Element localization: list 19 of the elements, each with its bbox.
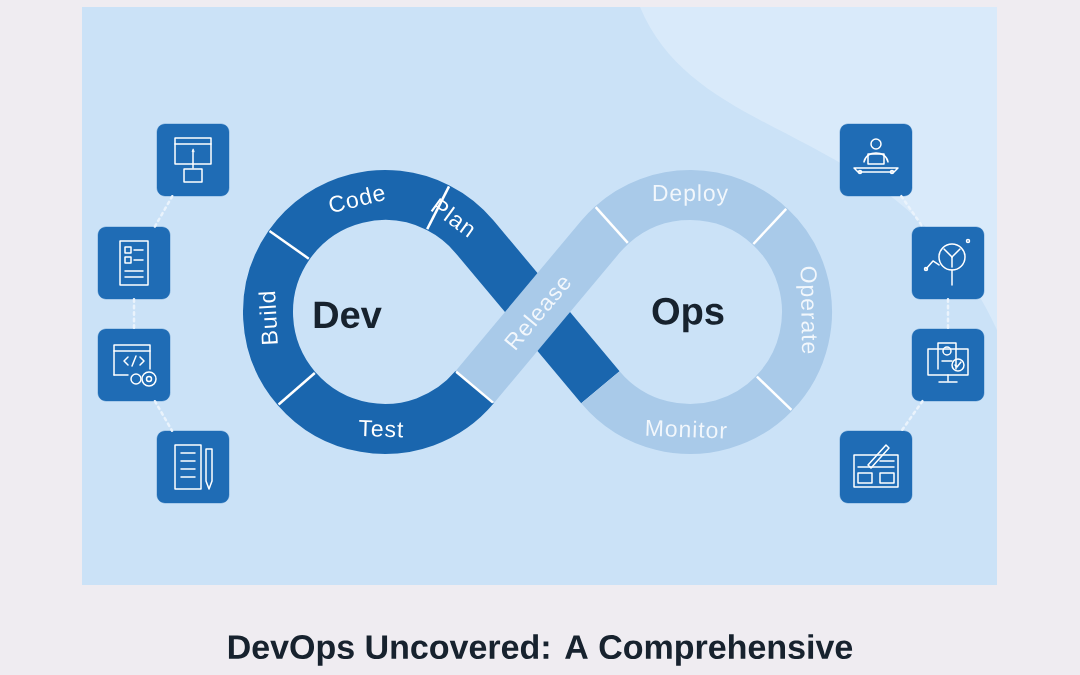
code-upload-icon [156, 123, 230, 197]
cycle-segment: Operate [751, 208, 832, 411]
form-pencil-icon [839, 430, 913, 504]
title: DevOps Uncovered: A Comprehensive [228, 634, 853, 666]
monitor-document-icon [911, 328, 985, 402]
code-gear-icon [97, 328, 171, 402]
dotted-connector [153, 399, 174, 433]
dotted-connector [153, 194, 174, 229]
cycle-segment: Monitor [581, 370, 792, 454]
cycle-segment: Deploy [596, 170, 786, 246]
document-pencil-icon [156, 430, 230, 504]
loop-label: Dev [314, 301, 382, 329]
checklist-icon [97, 226, 171, 300]
dotted-connector [900, 399, 924, 433]
person-laptop-icon [839, 123, 913, 197]
magnifier-chart-icon [911, 226, 985, 300]
loop-label: Ops [652, 297, 724, 333]
dotted-connector [900, 194, 924, 229]
cycle-segment: Test [278, 370, 493, 454]
